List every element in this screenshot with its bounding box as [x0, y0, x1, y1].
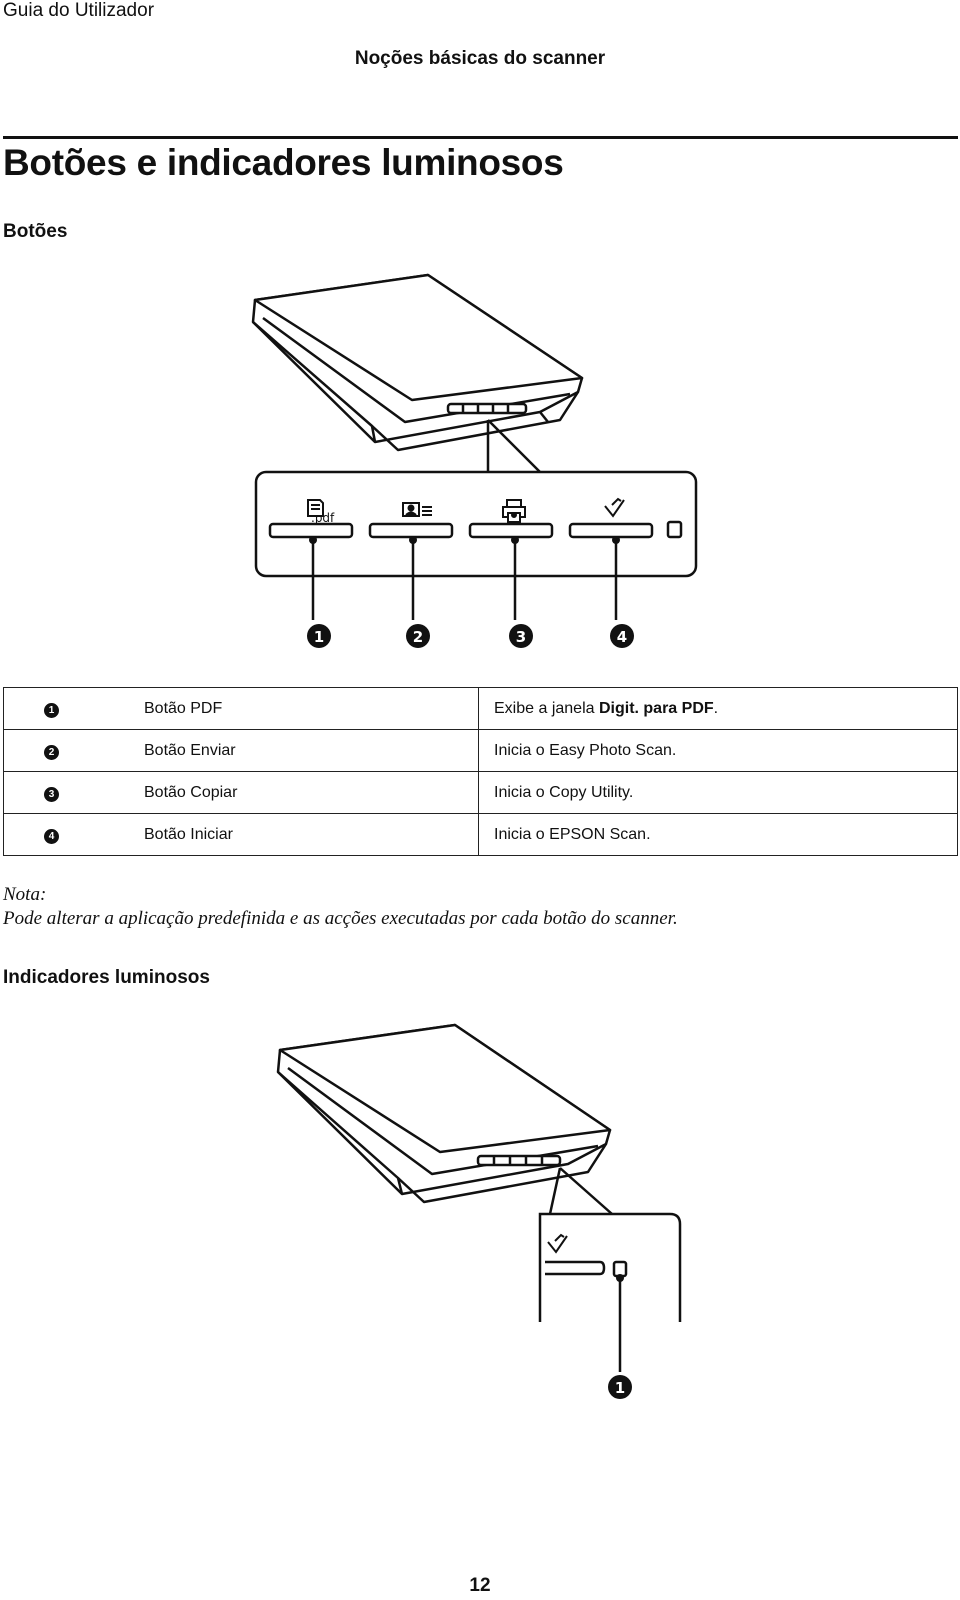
button-panel — [254, 470, 698, 578]
callout-3: 3 — [516, 628, 526, 646]
table-row: 1 Botão PDF Exibe a janela Digit. para P… — [3, 687, 958, 730]
button-description: Inicia o EPSON Scan. — [478, 813, 958, 856]
button-description: Inicia o Copy Utility. — [478, 771, 958, 814]
callout-badges: 1 2 3 4 — [307, 624, 634, 648]
button-name: Botão Iniciar — [144, 813, 479, 856]
callout-dots — [309, 536, 620, 544]
start-button-icon — [547, 1233, 568, 1254]
button-description: Exibe a janela Digit. para PDF. — [478, 687, 958, 730]
page-number: 12 — [469, 1575, 491, 1596]
callout-1: 1 — [615, 1379, 625, 1397]
note-text: Pode alterar a aplicação predefinida e a… — [3, 908, 678, 929]
callout-4: 4 — [617, 628, 627, 646]
start-button-icon — [604, 497, 625, 518]
scanner-buttons-figure: .pdf 1 2 3 4 — [251, 273, 698, 648]
table-row: 2 Botão Enviar Inicia o Easy Photo Scan. — [3, 729, 958, 772]
row-number-badge: 1 — [44, 702, 59, 718]
button-name: Botão Copiar — [144, 771, 479, 814]
button-name: Botão PDF — [144, 687, 479, 730]
scanner-illustration — [251, 273, 584, 452]
section-rule — [3, 136, 958, 139]
row-number-badge: 2 — [44, 744, 59, 760]
callout-1: 1 — [314, 628, 324, 646]
button-description: Inicia o Easy Photo Scan. — [478, 729, 958, 772]
callout-lines — [311, 540, 618, 620]
callout-2: 2 — [413, 628, 423, 646]
chapter-heading: Noções básicas do scanner — [354, 48, 606, 69]
callout-dot — [616, 1274, 624, 1282]
send-button-icon — [402, 502, 432, 517]
running-head: Guia do Utilizador — [3, 0, 155, 21]
row-number-badge: 3 — [44, 786, 59, 802]
scanner-illustration — [276, 1023, 612, 1204]
zoom-callout-line — [548, 1167, 613, 1215]
buttons-table: 1 Botão PDF Exibe a janela Digit. para P… — [3, 687, 958, 856]
pdf-label: .pdf — [311, 511, 335, 525]
section-title: Botões e indicadores luminosos — [3, 142, 564, 183]
buttons-heading: Botões — [3, 221, 68, 242]
copy-button-icon — [502, 499, 526, 523]
table-row: 4 Botão Iniciar Inicia o EPSON Scan. — [3, 813, 958, 856]
zoom-callout-line — [486, 419, 541, 473]
note-label: Nota: — [3, 884, 47, 905]
row-number-badge: 4 — [44, 828, 59, 844]
light-panel — [538, 1212, 682, 1322]
scanner-lights-figure: 1 — [276, 1023, 682, 1399]
pdf-button-icon — [307, 499, 324, 517]
lights-heading: Indicadores luminosos — [3, 967, 210, 988]
table-row: 3 Botão Copiar Inicia o Copy Utility. — [3, 771, 958, 814]
button-name: Botão Enviar — [144, 729, 479, 772]
